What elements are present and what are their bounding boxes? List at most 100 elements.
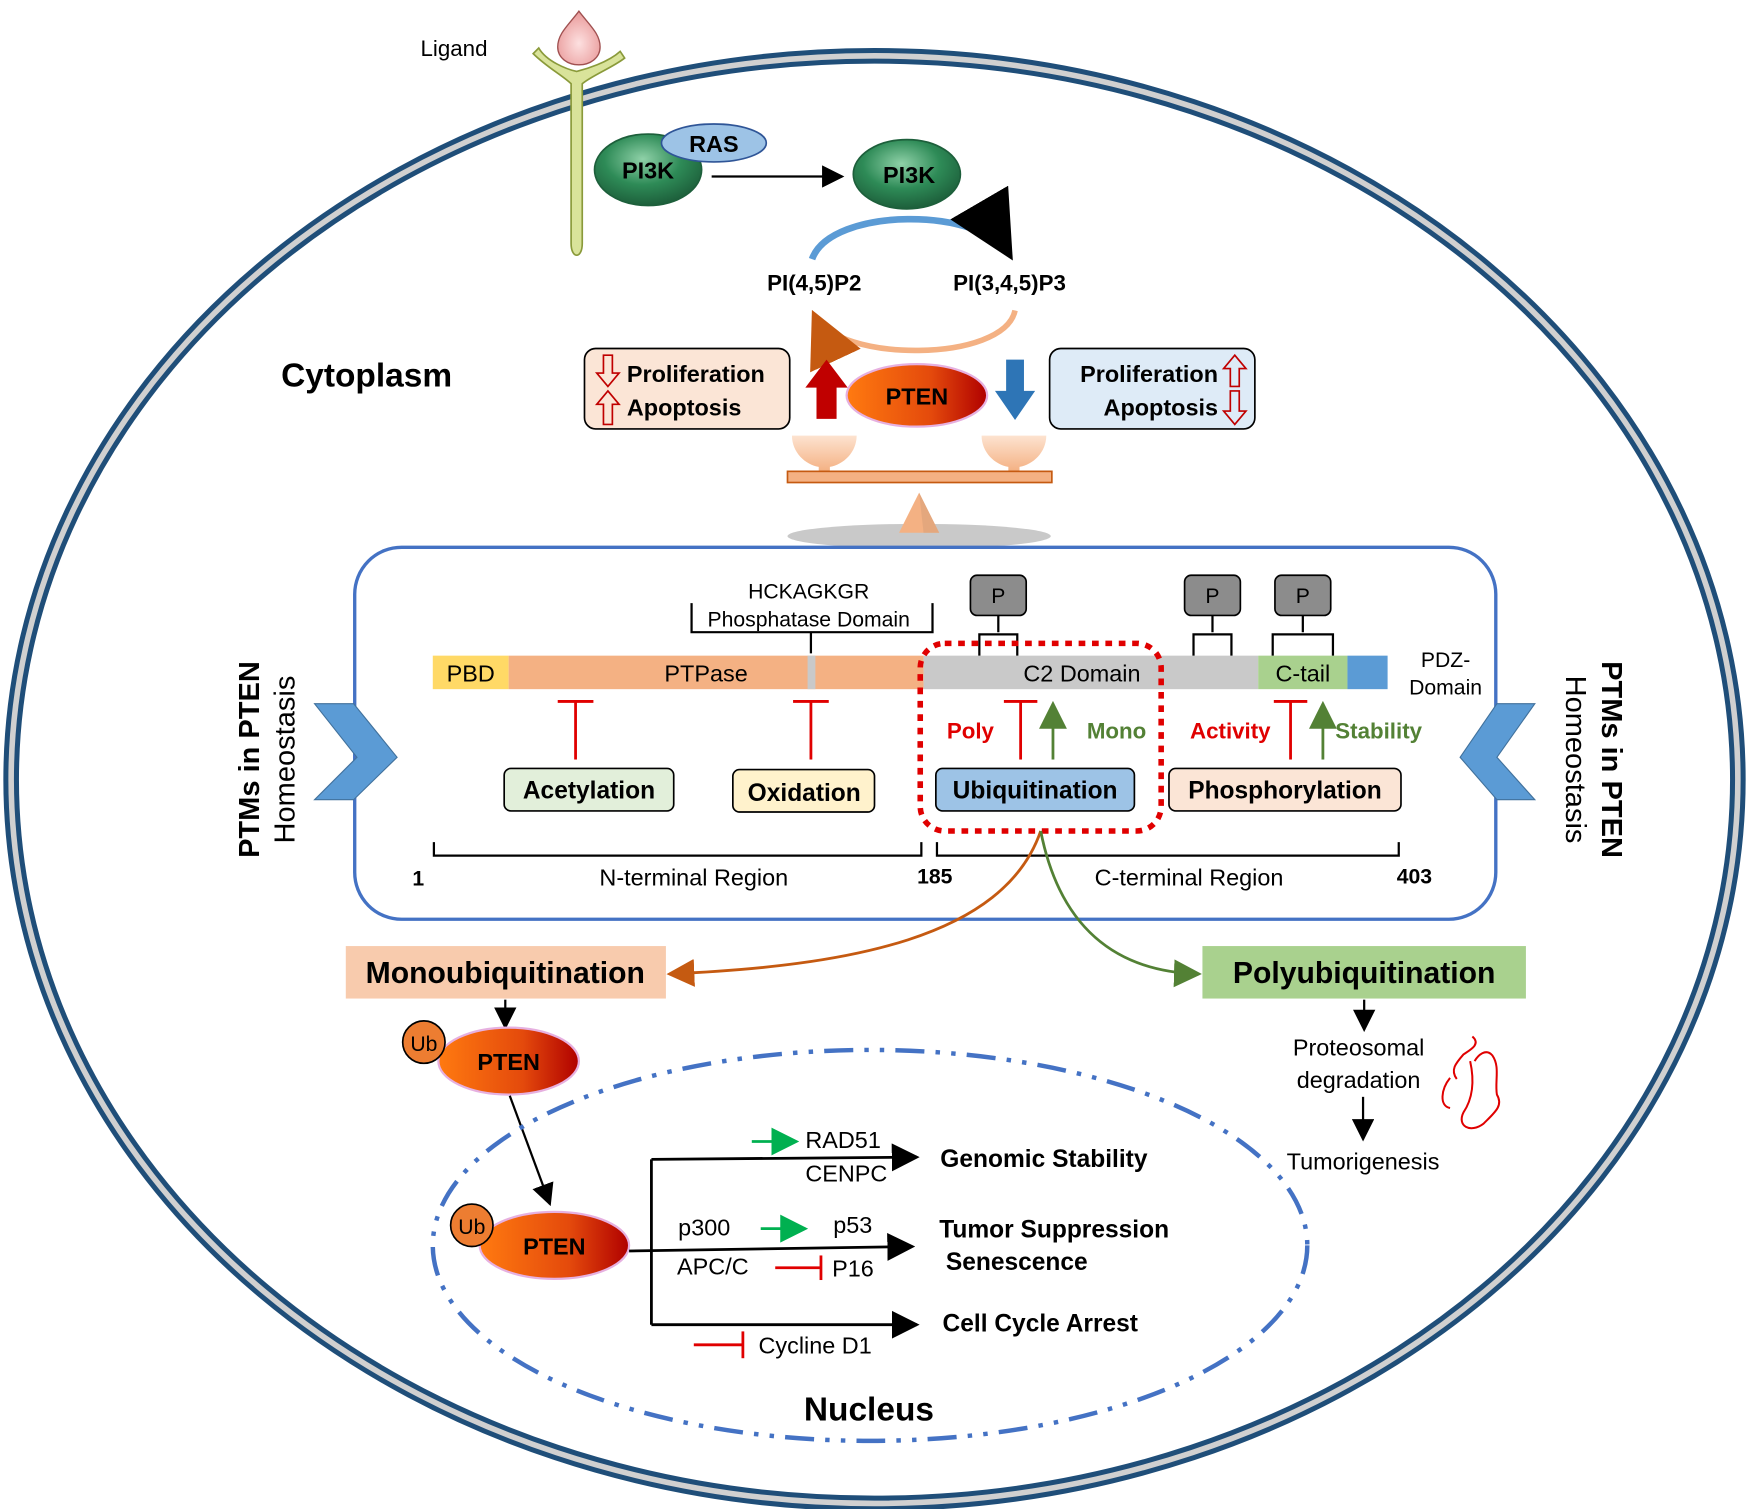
cell-membrane [3, 48, 1746, 1509]
ptm-oxidation: Oxidation [732, 768, 876, 813]
catalytic-site [807, 655, 816, 690]
left-side-label: PTMs in PTEN Homeostasis [234, 661, 302, 858]
poly-inhibit-icon [1003, 700, 1038, 760]
senescence-label: Senescence [946, 1249, 1088, 1276]
phospho-site-ctail: P [1271, 574, 1335, 656]
ctail-label: C-tail [1275, 660, 1330, 686]
phospho-badge-label: P [1205, 585, 1219, 608]
right-apoptosis: Apoptosis [1104, 394, 1219, 420]
arrow-up-icon [594, 389, 621, 426]
right-side-line2: Homeostasis [1559, 676, 1591, 844]
cyclin-label: Cycline D1 [758, 1333, 871, 1359]
c-terminal-bracket [935, 842, 1400, 857]
phospho-site-c2: P [969, 574, 1028, 656]
proteosomal-label-1: Proteosomal [1293, 1035, 1424, 1061]
pten-ub-nucleus: PTEN Ub [449, 1203, 631, 1281]
activity-label: Activity [1190, 718, 1271, 743]
pip2-to-pip3-arrow [808, 185, 1013, 261]
p16-inhibit-icon [775, 1255, 823, 1281]
cyclin-inhibit-icon [693, 1331, 745, 1359]
ptm-acetylation: Acetylation [503, 767, 675, 812]
left-chevron-icon [313, 703, 398, 801]
p300-label: p300 [678, 1214, 730, 1240]
phosphatase-bracket [690, 603, 934, 654]
receptor [531, 46, 626, 257]
left-side-line2: Homeostasis [269, 676, 301, 844]
arrow-up-icon [1221, 353, 1248, 388]
segment-pdz [1347, 655, 1388, 690]
n-terminal-bracket [432, 842, 923, 857]
cell-cycle-arrest-label: Cell Cycle Arrest [943, 1310, 1138, 1337]
apcc-label: APC/C [677, 1253, 749, 1279]
segment-c2 [923, 655, 1259, 690]
residue-403: 403 [1397, 865, 1433, 888]
n-terminal-label: N-terminal Region [599, 865, 788, 891]
arrow-down-icon [1221, 390, 1248, 426]
p16-label: P16 [832, 1256, 874, 1282]
left-side-line1: PTMs in PTEN [234, 661, 266, 858]
left-outcome-box: Proliferation Apoptosis [583, 347, 791, 430]
nucleus-label: Nucleus [804, 1392, 934, 1429]
ras: RAS [660, 123, 768, 163]
nucleus-envelope [430, 1047, 1310, 1444]
phosphatase-label: Phosphatase Domain [707, 609, 909, 632]
segment-pbd [432, 655, 509, 690]
pten-center-label: PTEN [886, 383, 948, 409]
right-chevron-icon [1459, 703, 1537, 801]
ptm-ubiquitination: Ubiquitination [935, 767, 1136, 812]
pip2-label: PI(4,5)P2 [767, 270, 861, 295]
ub-tag: Ub [410, 1033, 437, 1056]
genomic-stability-label: Genomic Stability [940, 1146, 1148, 1173]
polyubiquitination-box: Polyubiquitination [1202, 946, 1526, 999]
ptm-ubiquitination-label: Ubiquitination [953, 778, 1118, 805]
pip3-to-pip2-arrow [810, 309, 1018, 373]
c-terminal-label: C-terminal Region [1095, 865, 1284, 891]
phospho-badge-label: P [991, 585, 1005, 608]
nuclear-import-arrow [508, 1095, 554, 1207]
left-proliferation: Proliferation [627, 361, 765, 387]
right-proliferation: Proliferation [1080, 361, 1218, 387]
motif-label: HCKAGKGR [748, 581, 869, 604]
oxidation-inhibit-icon [793, 700, 829, 760]
residue-1: 1 [412, 868, 424, 891]
proteosomal-label-2: degradation [1297, 1067, 1421, 1093]
tumor-suppression-label: Tumor Suppression [939, 1217, 1169, 1244]
balance-scale-icon [786, 435, 1053, 549]
rad51-label: RAD51 [805, 1127, 881, 1153]
pten-label: PTEN [523, 1233, 585, 1259]
ptm-oxidation-label: Oxidation [748, 780, 861, 807]
pdz-label-1: PDZ- [1421, 649, 1470, 672]
monoubiquitination-box: Monoubiquitination [345, 946, 666, 999]
pten-center: PTEN [845, 363, 989, 428]
polyubiquitination-label: Polyubiquitination [1233, 957, 1496, 990]
mono-branch-arrow [666, 830, 1043, 987]
arrow-down-icon [594, 354, 621, 388]
ubiquitination-highlight [917, 640, 1164, 834]
pdz-label-2: Domain [1409, 677, 1482, 700]
left-apoptosis: Apoptosis [627, 394, 742, 420]
red-up-arrow [805, 359, 848, 419]
cenpc-label: CENPC [805, 1161, 887, 1187]
pbd-label: PBD [447, 660, 495, 686]
ligand-icon [557, 10, 601, 66]
p53-label: p53 [833, 1212, 872, 1238]
c2-label: C2 Domain [1023, 660, 1140, 686]
right-side-line1: PTMs in PTEN [1595, 661, 1627, 858]
phospho-badge-label: P [1296, 585, 1310, 608]
pten-ub-cytoplasm: PTEN Ub [401, 1020, 581, 1096]
pi3k-bound-label: PI3K [622, 158, 674, 184]
cytoplasm-label: Cytoplasm [281, 357, 452, 394]
ligand-label: Ligand [421, 36, 488, 61]
right-outcome-box: Proliferation Apoptosis [1048, 347, 1256, 430]
monoubiquitination-label: Monoubiquitination [366, 957, 645, 990]
pip3-label: PI(3,4,5)P3 [953, 270, 1066, 295]
poly-branch-arrow [1039, 830, 1202, 988]
right-side-label: PTMs in PTEN Homeostasis [1559, 661, 1627, 858]
ptm-acetylation-label: Acetylation [523, 778, 655, 805]
pi3k-free-label: PI3K [883, 162, 935, 188]
segment-ptpase [508, 655, 924, 690]
ptm-phosphorylation-label: Phosphorylation [1188, 778, 1382, 805]
stability-label: Stability [1335, 718, 1422, 743]
degraded-protein-icon [1441, 1035, 1501, 1130]
